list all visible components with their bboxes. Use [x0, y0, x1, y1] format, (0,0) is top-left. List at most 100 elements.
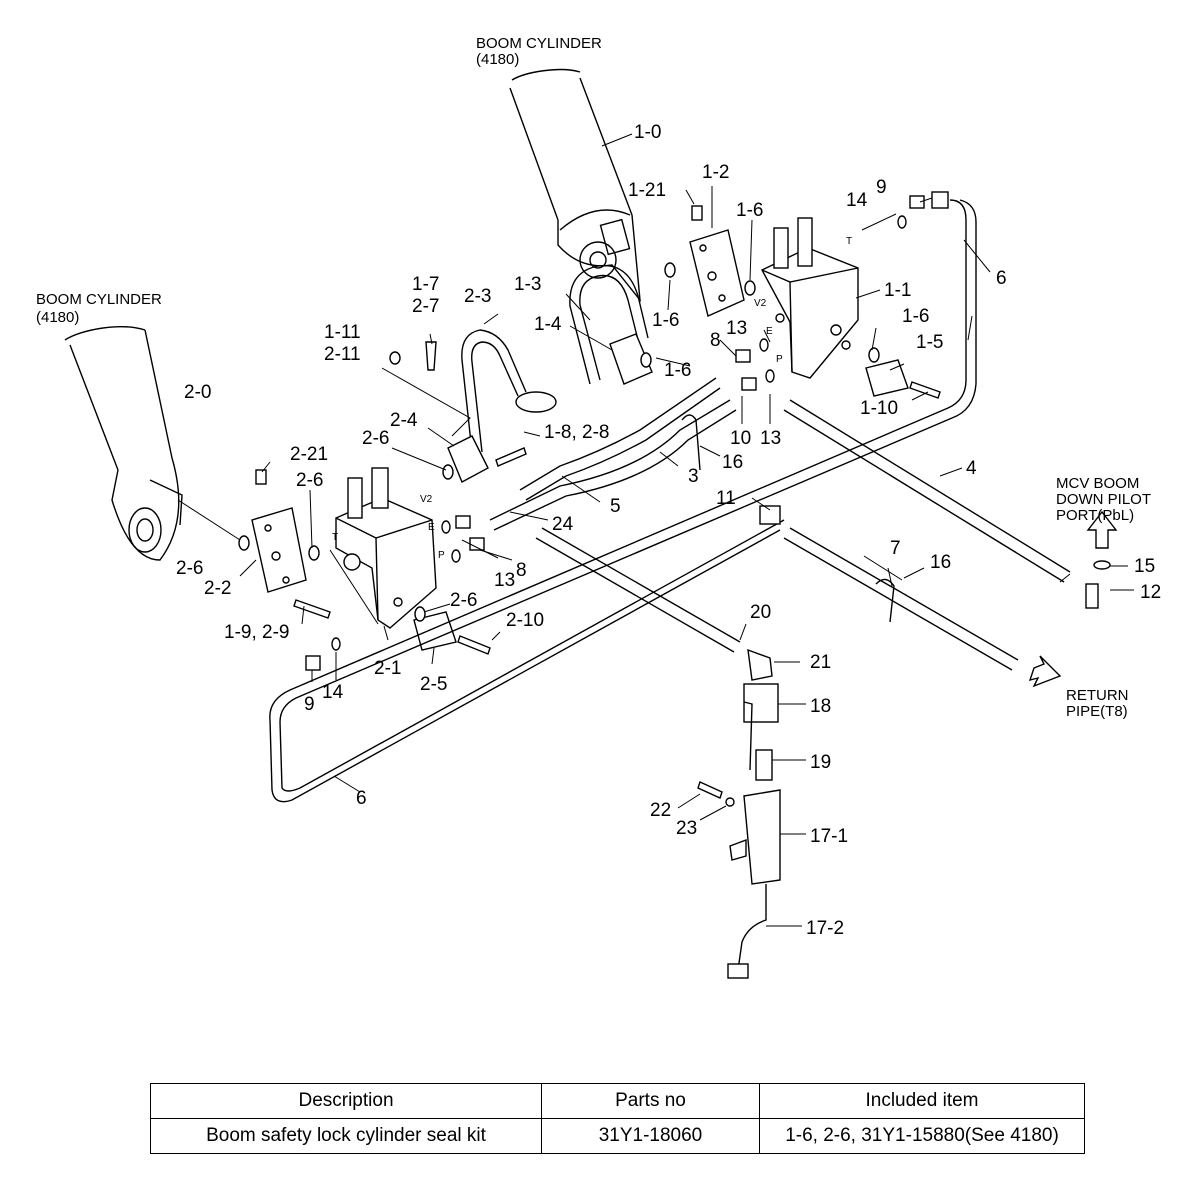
callout-8b: 8	[516, 560, 527, 581]
port-v2-1: V2	[754, 298, 767, 309]
fittings	[305, 191, 1099, 979]
cell-included-item: 1-6, 2-6, 31Y1-15880(See 4180)	[759, 1118, 1085, 1154]
boom-cylinder-upper	[509, 68, 641, 303]
leader-lines	[177, 133, 1134, 927]
callout-1-6a: 1-6	[736, 200, 763, 221]
callout-20: 20	[750, 602, 771, 623]
u-pipe-1-3	[569, 264, 653, 385]
callout-2-3: 2-3	[464, 286, 491, 307]
callout-18: 18	[810, 696, 831, 717]
port-v2-2: V2	[420, 494, 433, 505]
callout-2-4: 2-4	[390, 410, 418, 431]
note-return-1: RETURN	[1066, 687, 1129, 704]
callout-2-6d: 2-6	[450, 590, 477, 611]
callout-1-0: 1-0	[634, 122, 661, 143]
callout-2-6a: 2-6	[362, 428, 389, 449]
callout-22: 22	[650, 800, 671, 821]
callout-2-5: 2-5	[420, 674, 447, 695]
callout-13b: 13	[760, 428, 781, 449]
callout-13a: 13	[726, 318, 747, 339]
callout-17-1: 17-1	[810, 826, 848, 847]
hose-3	[489, 399, 737, 531]
callout-14a: 14	[846, 190, 868, 211]
callout-16b: 16	[930, 552, 951, 573]
port-t-1: T	[846, 236, 852, 247]
note-mcv-1: MCV BOOM	[1056, 475, 1139, 492]
plate-1-5	[865, 359, 909, 397]
clamp-16-upper	[681, 414, 701, 471]
port-p-2: P	[438, 550, 445, 561]
boom-cylinder-left	[64, 326, 183, 561]
callout-21: 21	[810, 652, 831, 673]
seal-kit-table: Description Parts no Included item Boom …	[150, 1083, 1085, 1154]
table-row: Boom safety lock cylinder seal kit 31Y1-…	[150, 1118, 1085, 1154]
hydraulic-parts-diagram: 1-0 1-2 1-21 1-6 1-6 1-6 1-6 14 9 6 1-1 …	[36, 35, 1161, 979]
callout-3: 3	[688, 466, 699, 487]
plate-2-5	[413, 611, 457, 651]
notes: BOOM CYLINDER (4180) BOOM CYLINDER (4180…	[36, 35, 1151, 720]
hose-6	[269, 199, 977, 803]
callout-1-4: 1-4	[534, 314, 562, 335]
port-e-1: E	[766, 326, 773, 337]
clamp-16-lower	[875, 578, 895, 623]
callout-1-6b: 1-6	[652, 310, 679, 331]
note-return-2: PIPE(T8)	[1066, 703, 1128, 720]
callout-10: 10	[730, 428, 751, 449]
callout-1-21: 1-21	[628, 180, 666, 201]
callout-2-7: 2-7	[412, 296, 439, 317]
bolt-2-10	[457, 635, 491, 655]
callout-6a: 6	[996, 268, 1007, 289]
manifold-block-2-2	[251, 469, 331, 619]
callout-2-21: 2-21	[290, 444, 328, 465]
callout-17-2: 17-2	[806, 918, 844, 939]
callout-1-6c: 1-6	[664, 360, 691, 381]
callout-24: 24	[552, 514, 574, 535]
callout-7: 7	[890, 538, 901, 559]
callout-1-11: 1-11	[324, 322, 361, 343]
col-parts-no: Parts no	[541, 1083, 760, 1119]
hose-5	[519, 377, 721, 501]
cell-description: Boom safety lock cylinder seal kit	[150, 1118, 542, 1154]
callout-1-1: 1-1	[884, 280, 911, 301]
hose-4	[783, 399, 1071, 583]
hose-7	[783, 527, 1019, 671]
port-markings: T V2 E P T V2 E P	[332, 236, 852, 561]
callout-1-9-2-9: 1-9, 2-9	[224, 622, 289, 643]
callout-1-6d: 1-6	[902, 306, 929, 327]
col-description: Description	[150, 1083, 542, 1119]
callout-19: 19	[810, 752, 831, 773]
callout-2-6c: 2-6	[176, 558, 203, 579]
callout-14b: 14	[322, 682, 344, 703]
callout-2-10: 2-10	[506, 610, 544, 631]
col-included-item: Included item	[759, 1083, 1085, 1119]
callout-6b: 6	[356, 788, 367, 809]
callout-8a: 8	[710, 330, 721, 351]
valve-block-2-1	[335, 467, 437, 629]
callout-16a: 16	[722, 452, 743, 473]
callout-1-7: 1-7	[412, 274, 439, 295]
callout-4: 4	[966, 458, 977, 479]
callout-13c: 13	[494, 570, 515, 591]
note-boom-top-2: (4180)	[476, 51, 519, 68]
arrow-return	[1028, 655, 1062, 688]
callout-numbers: 1-0 1-2 1-21 1-6 1-6 1-6 1-6 14 9 6 1-1 …	[176, 122, 1161, 939]
port-t-2: T	[332, 532, 338, 543]
bolt-1-10	[909, 381, 941, 399]
note-mcv-2: DOWN PILOT	[1056, 491, 1151, 508]
note-mcv-3: PORT(PbL)	[1056, 507, 1134, 524]
manifold-block-1-2	[689, 205, 745, 317]
callout-15: 15	[1134, 556, 1155, 577]
callout-1-5: 1-5	[916, 332, 943, 353]
table-header-row: Description Parts no Included item	[150, 1083, 1085, 1119]
port-e-2: E	[428, 522, 435, 533]
note-boom-left-2: (4180)	[36, 309, 79, 326]
note-boom-top-1: BOOM CYLINDER	[476, 35, 602, 52]
callout-1-2: 1-2	[702, 162, 729, 183]
callout-2-1: 2-1	[374, 658, 401, 679]
callout-9b: 9	[304, 694, 315, 715]
callout-2-11: 2-11	[324, 344, 361, 365]
bolt-1-7	[425, 341, 437, 371]
callout-23: 23	[676, 818, 697, 839]
pipe-2-3	[447, 329, 557, 483]
callout-2-6b: 2-6	[296, 470, 323, 491]
